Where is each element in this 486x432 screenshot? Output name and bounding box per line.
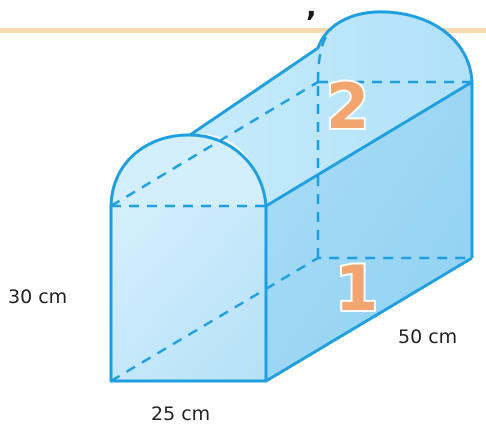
length-label: 50 cm xyxy=(398,326,457,348)
curved-top-surface xyxy=(190,11,472,206)
region-number-2: 2 xyxy=(326,70,369,143)
region-number-1: 1 xyxy=(335,252,378,325)
front-face-upper xyxy=(111,134,266,206)
edge-side-bottom xyxy=(265,256,473,383)
hidden-edge-front-to-back-top xyxy=(110,80,319,208)
edge-side-top xyxy=(265,80,473,208)
edge-front-rectangle xyxy=(109,206,268,383)
header-rule xyxy=(0,28,486,33)
edge-top-silhouette xyxy=(189,10,474,137)
width-label: 25 cm xyxy=(151,403,210,425)
front-face-lower xyxy=(111,206,266,381)
side-face-lower xyxy=(266,82,472,381)
header-text-fragment: , xyxy=(306,0,317,23)
height-label: 30 cm xyxy=(8,286,67,308)
